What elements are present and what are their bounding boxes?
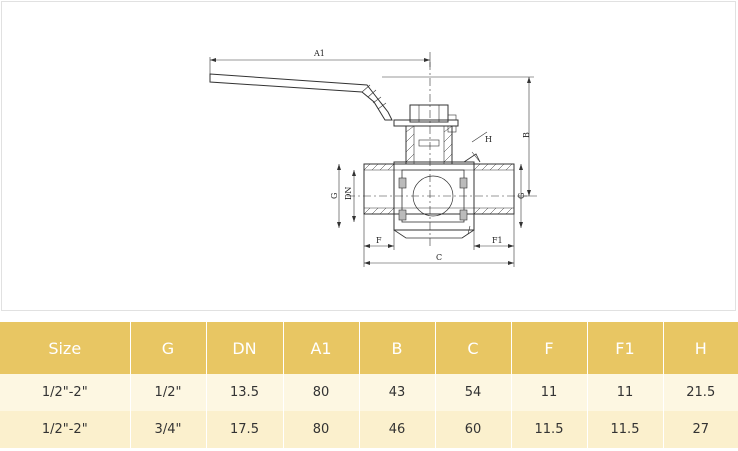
dimension-lines <box>209 52 537 267</box>
dimension-arrows <box>210 58 531 265</box>
specification-table: Size G DN A1 B C F F1 H 1/2"-2" 1/2" 13.… <box>0 322 738 448</box>
header-f: F <box>511 322 588 374</box>
cell-h: 21.5 <box>663 374 738 411</box>
centerlines <box>347 62 527 247</box>
label-g-left: G <box>330 193 339 199</box>
cell-h: 27 <box>663 411 738 448</box>
cell-f: 11 <box>511 374 588 411</box>
technical-drawing-panel: A1 B H G DN G F F1 C <box>1 1 736 311</box>
cell-b: 46 <box>359 411 436 448</box>
cell-a1: 80 <box>283 411 360 448</box>
label-b: B <box>522 132 531 138</box>
header-c: C <box>435 322 512 374</box>
cell-f1: 11.5 <box>587 411 664 448</box>
header-g: G <box>130 322 207 374</box>
label-h: H <box>485 135 492 144</box>
label-a1: A1 <box>313 49 325 58</box>
cell-f: 11.5 <box>511 411 588 448</box>
cell-dn: 17.5 <box>206 411 284 448</box>
label-dn: DN <box>344 187 353 200</box>
header-a1: A1 <box>283 322 360 374</box>
stem-nut <box>393 104 459 165</box>
header-size: Size <box>0 322 131 374</box>
header-dn: DN <box>206 322 284 374</box>
cell-dn: 13.5 <box>206 374 284 411</box>
table-header-row: Size G DN A1 B C F F1 H <box>0 322 738 374</box>
table-row: 1/2"-2" 1/2" 13.5 80 43 54 11 11 21.5 <box>0 374 738 411</box>
ball-valve-drawing: A1 B H G DN G F F1 C <box>209 49 537 267</box>
label-f1: F1 <box>492 236 503 245</box>
cell-size: 1/2"-2" <box>0 374 131 411</box>
label-f: F <box>376 236 382 245</box>
valve-handle <box>209 73 393 121</box>
header-f1: F1 <box>587 322 664 374</box>
label-g-right: G <box>517 193 526 199</box>
cell-c: 54 <box>435 374 512 411</box>
cell-a1: 80 <box>283 374 360 411</box>
header-h: H <box>663 322 738 374</box>
cell-size: 1/2"-2" <box>0 411 131 448</box>
label-c: C <box>436 253 442 262</box>
header-b: B <box>359 322 436 374</box>
table-row: 1/2"-2" 3/4" 17.5 80 46 60 11.5 11.5 27 <box>0 411 738 448</box>
cell-f1: 11 <box>587 374 664 411</box>
cell-b: 43 <box>359 374 436 411</box>
cell-g: 3/4" <box>130 411 207 448</box>
cell-c: 60 <box>435 411 512 448</box>
cell-g: 1/2" <box>130 374 207 411</box>
